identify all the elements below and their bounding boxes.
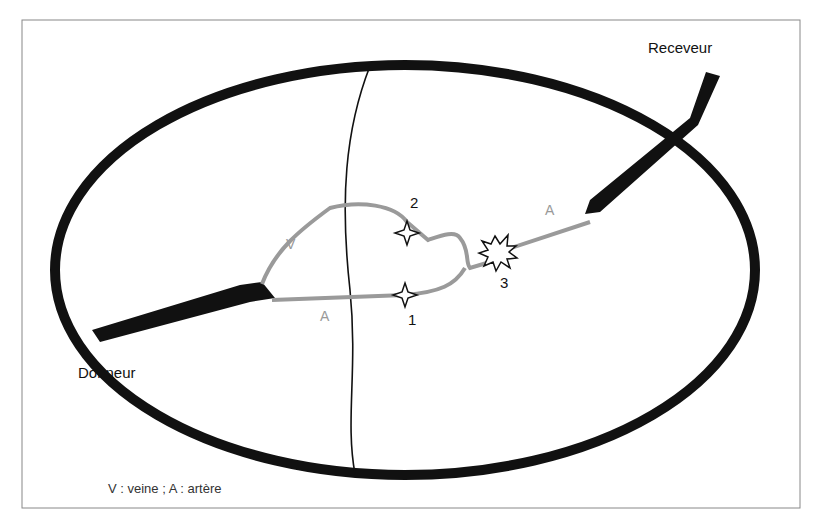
ring bbox=[55, 65, 755, 475]
vessel-type: V bbox=[286, 237, 295, 252]
vessel-type: A bbox=[320, 309, 329, 324]
frame bbox=[22, 20, 800, 508]
recipient-artery bbox=[505, 222, 590, 250]
callout-number: 2 bbox=[410, 195, 418, 212]
callout-number: 3 bbox=[500, 275, 508, 292]
legend-note: V : veine ; A : artère bbox=[108, 482, 221, 496]
vessel-label: Receveur bbox=[648, 40, 712, 57]
vessel-label: Donneur bbox=[78, 365, 136, 382]
vessel-type: A bbox=[545, 203, 554, 218]
recipient-vessel bbox=[585, 72, 720, 214]
star-marker bbox=[395, 221, 419, 245]
donor-artery bbox=[272, 268, 465, 300]
star-marker bbox=[393, 283, 417, 307]
vein bbox=[262, 204, 490, 284]
boundary-line bbox=[345, 66, 370, 474]
donor-vessel bbox=[92, 282, 275, 342]
burst-marker bbox=[479, 235, 517, 271]
callout-number: 1 bbox=[408, 312, 416, 329]
